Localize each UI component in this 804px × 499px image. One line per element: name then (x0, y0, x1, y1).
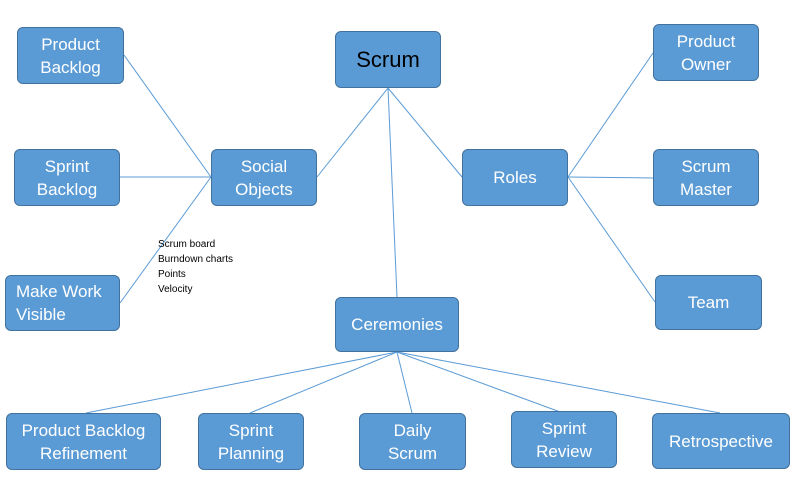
node-product-backlog-refinement: Product Backlog Refinement (6, 413, 161, 470)
node-sprint-backlog: Sprint Backlog (14, 149, 120, 206)
node-product-backlog-label: Product Backlog (40, 34, 101, 77)
node-social-objects: Social Objects (211, 149, 317, 206)
node-social-objects-label: Social Objects (235, 156, 293, 199)
connector-ceremonies-daily-scrum (396, 351, 413, 414)
node-scrum-label: Scrum (356, 47, 420, 72)
connector-roles-scrum-master (567, 176, 654, 179)
node-daily-scrum-label: Daily Scrum (387, 420, 438, 463)
node-ceremonies-label: Ceremonies (351, 315, 443, 334)
node-team-label: Team (687, 293, 730, 312)
annotation-item: Scrum board (158, 239, 216, 250)
node-daily-scrum: Daily Scrum (359, 413, 466, 470)
connector-scrum-social-objects (316, 87, 389, 178)
node-retrospective: Retrospective (652, 413, 790, 469)
node-scrum: Scrum (335, 31, 441, 88)
node-make-work-visible: Make Work Visible (5, 275, 120, 331)
annotation-item: Points (158, 269, 186, 280)
node-product-owner: Product Owner (653, 24, 759, 81)
connector-social-product-backlog (123, 54, 212, 178)
node-product-backlog: Product Backlog (17, 27, 124, 84)
node-scrum-master: Scrum Master (653, 149, 759, 206)
node-team: Team (655, 275, 762, 330)
node-sprint-review: Sprint Review (511, 411, 617, 468)
node-sprint-backlog-label: Sprint Backlog (36, 156, 98, 199)
connector-ceremonies-retrospective (396, 351, 721, 414)
node-sprint-review-label: Sprint Review (536, 418, 592, 461)
annotation-item: Velocity (158, 284, 193, 295)
annotation-item: Burndown charts (158, 254, 234, 265)
connector-social-make-work-visible (119, 176, 212, 304)
connector-roles-product-owner (567, 52, 654, 178)
connector-ceremonies-planning (249, 351, 398, 414)
node-ceremonies: Ceremonies (335, 297, 459, 352)
node-product-owner-label: Product Owner (676, 31, 736, 74)
node-roles: Roles (462, 149, 568, 206)
social-objects-annotation: Scrum board Burndown charts Points Veloc… (158, 237, 233, 297)
node-make-work-visible-label: Make Work Visible (16, 282, 102, 324)
connector-scrum-roles (387, 87, 463, 178)
node-roles-label: Roles (493, 168, 537, 187)
node-sprint-planning: Sprint Planning (198, 413, 304, 470)
connector-ceremonies-review (396, 351, 564, 414)
connector-scrum-ceremonies (387, 87, 398, 298)
node-scrum-master-label: Scrum Master (680, 156, 732, 199)
connector-roles-team (567, 176, 656, 303)
node-retrospective-label: Retrospective (669, 431, 773, 451)
node-sprint-planning-label: Sprint Planning (217, 420, 285, 463)
connector-ceremonies-refinement (85, 351, 398, 414)
node-product-backlog-refinement-label: Product Backlog Refinement (21, 420, 146, 463)
